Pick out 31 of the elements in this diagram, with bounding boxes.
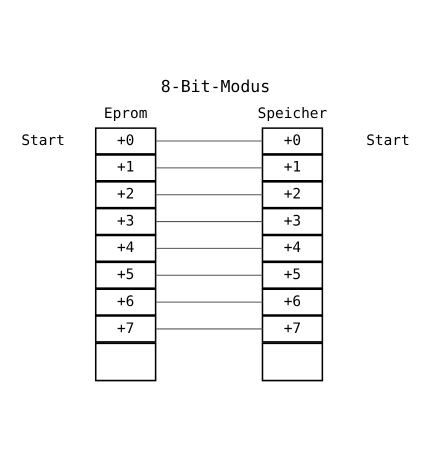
node-box: +1 — [261, 154, 323, 182]
node-box: +3 — [94, 208, 156, 236]
node-box: +2 — [261, 181, 323, 208]
node-label: Start — [366, 132, 410, 149]
connector — [155, 274, 262, 276]
node-box: +6 — [261, 288, 323, 316]
connector — [155, 167, 262, 168]
node-box: +7 — [94, 315, 156, 343]
connector — [155, 194, 262, 196]
node-box — [261, 342, 323, 382]
connector — [155, 140, 262, 142]
connector — [155, 221, 262, 222]
label: Speicher — [257, 106, 327, 122]
node-box: +5 — [261, 262, 323, 289]
node-box: +3 — [261, 208, 323, 236]
connector — [155, 248, 262, 249]
node-label: Start — [20, 132, 64, 149]
node-box: +0 — [94, 127, 156, 155]
node-box: +0 — [261, 127, 323, 155]
node-box: +7 — [261, 315, 323, 343]
node-box — [94, 342, 156, 382]
connector — [155, 302, 262, 303]
label: Eprom — [103, 106, 147, 122]
node-box: +5 — [94, 262, 156, 289]
diagram-title: 8-Bit-Modus — [160, 76, 270, 96]
node-box: +4 — [261, 234, 323, 262]
node-box: +4 — [94, 234, 156, 262]
node-box: +2 — [94, 181, 156, 208]
node-box: +6 — [94, 288, 156, 316]
node-box: +1 — [94, 154, 156, 182]
connector — [155, 328, 262, 330]
